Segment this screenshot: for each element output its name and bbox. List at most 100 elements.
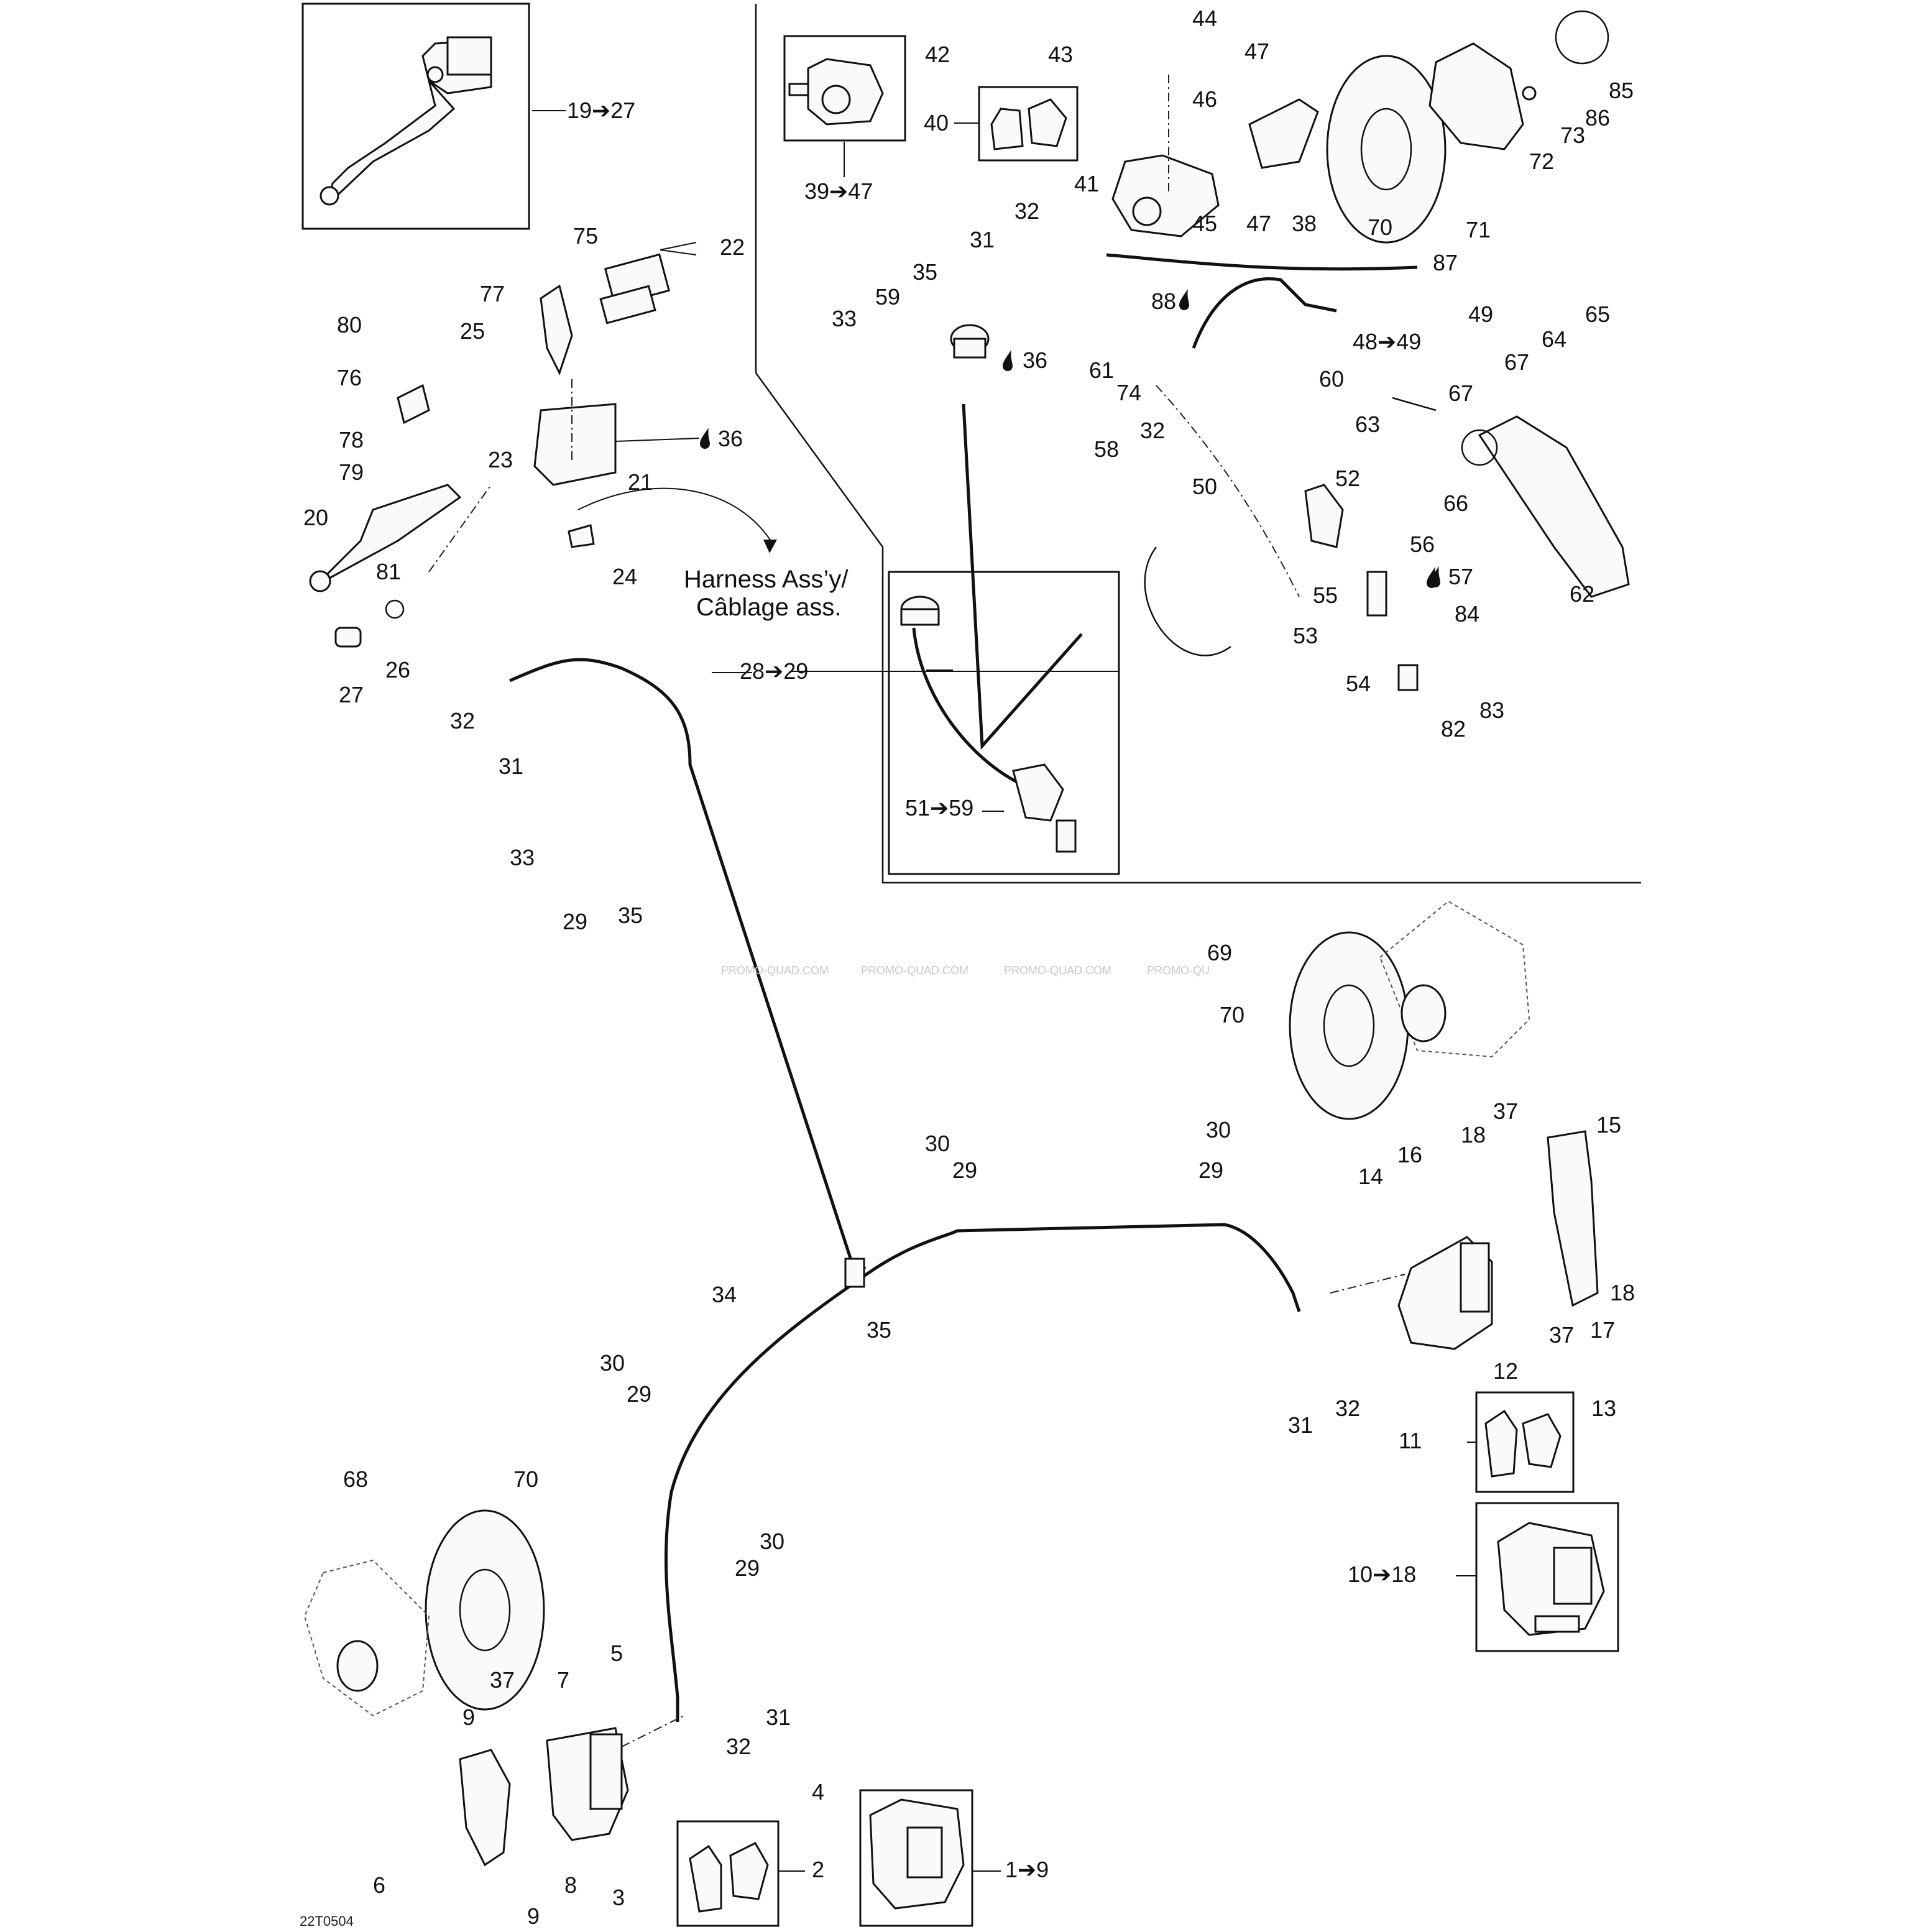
diagram-id: 22T0504 bbox=[300, 1913, 354, 1929]
callout: 26 bbox=[385, 657, 410, 683]
callout: 44 bbox=[1192, 6, 1217, 31]
callout: 57 bbox=[1448, 564, 1473, 589]
callout: 45 bbox=[1192, 211, 1217, 236]
callout: 7 bbox=[557, 1667, 569, 1693]
callout: 73 bbox=[1560, 122, 1585, 148]
callout: 86 bbox=[1585, 105, 1610, 131]
front-right-wheel-brake bbox=[1289, 900, 1599, 1350]
callout: 43 bbox=[1048, 42, 1073, 67]
callout: 25 bbox=[460, 318, 485, 344]
callout: 5 bbox=[610, 1640, 623, 1666]
callout: 31 bbox=[1288, 1412, 1313, 1438]
oil-drop-icon bbox=[1179, 289, 1189, 310]
callout: 70 bbox=[1220, 1002, 1244, 1028]
callout: 21 bbox=[628, 469, 653, 495]
callout: 81 bbox=[376, 559, 401, 584]
leader-lines bbox=[532, 110, 1476, 1872]
callout: 34 bbox=[712, 1282, 737, 1307]
callout: 29 bbox=[627, 1381, 651, 1407]
callout: 70 bbox=[513, 1466, 538, 1492]
callout: 29 bbox=[735, 1555, 760, 1581]
callout: 42 bbox=[925, 42, 950, 67]
callout: 16 bbox=[1397, 1142, 1422, 1167]
callout: 33 bbox=[832, 306, 857, 331]
callout: 61 bbox=[1089, 357, 1114, 383]
inset-brake-pads-front-right bbox=[1475, 1391, 1575, 1493]
callout: 30 bbox=[925, 1131, 950, 1156]
callout: 75 bbox=[573, 223, 598, 249]
callout: 27 bbox=[339, 682, 364, 707]
callout: 13 bbox=[1591, 1396, 1616, 1421]
range-label: 51➔59 bbox=[905, 795, 973, 821]
callout: 20 bbox=[303, 505, 328, 530]
callout: 88 bbox=[1151, 288, 1176, 314]
callout: 41 bbox=[1074, 171, 1099, 196]
callout: 9 bbox=[462, 1704, 475, 1730]
callout: 2 bbox=[812, 1857, 824, 1882]
callout: 84 bbox=[1455, 601, 1479, 627]
callout: 83 bbox=[1479, 697, 1504, 723]
callout: 80 bbox=[337, 312, 362, 338]
callout: 9 bbox=[527, 1903, 540, 1929]
callout: 22 bbox=[720, 234, 745, 260]
callout: 71 bbox=[1466, 217, 1491, 242]
watermark: PROMO-QUAD.COM bbox=[721, 964, 829, 977]
inset-master-cylinder-assembly bbox=[301, 2, 530, 230]
callout: 50 bbox=[1192, 474, 1217, 499]
inset-brake-pads-rear bbox=[978, 86, 1079, 162]
callout: 63 bbox=[1355, 412, 1380, 437]
callout: 32 bbox=[450, 708, 475, 734]
callout: 35 bbox=[867, 1317, 891, 1343]
callout: 82 bbox=[1441, 716, 1466, 742]
callout: 29 bbox=[563, 909, 587, 934]
callout: 32 bbox=[1335, 1396, 1360, 1421]
range-label: 19➔27 bbox=[567, 98, 635, 123]
callout: 31 bbox=[970, 227, 995, 252]
callout: 29 bbox=[1198, 1157, 1223, 1183]
callout: 56 bbox=[1410, 531, 1435, 557]
callout: 23 bbox=[488, 447, 513, 472]
callout: 17 bbox=[1590, 1317, 1615, 1343]
harness-note: Harness Ass’y/ Câblage ass. bbox=[577, 487, 849, 621]
callout: 59 bbox=[875, 284, 900, 310]
callout: 85 bbox=[1609, 78, 1634, 103]
callout: 29 bbox=[952, 1157, 977, 1183]
callout: 35 bbox=[618, 903, 643, 928]
callout: 55 bbox=[1313, 582, 1338, 608]
callout: 78 bbox=[339, 427, 364, 453]
oil-drop-icons bbox=[700, 289, 1440, 588]
callouts: 22 75 77 80 25 76 78 79 23 21 36 20 81 2… bbox=[303, 6, 1635, 1929]
callout: 46 bbox=[1192, 86, 1217, 112]
arrow-head-icon bbox=[763, 540, 777, 553]
watermark: PROMO-QUAD.COM bbox=[861, 964, 968, 977]
callout: 69 bbox=[1207, 940, 1232, 965]
callout: 77 bbox=[480, 281, 505, 306]
callout: 76 bbox=[337, 365, 362, 390]
callout: 64 bbox=[1542, 326, 1566, 352]
callout: 24 bbox=[612, 564, 637, 589]
range-label: 48➔49 bbox=[1353, 329, 1421, 354]
callout: 54 bbox=[1346, 671, 1371, 696]
callout: 79 bbox=[339, 459, 364, 485]
watermarks: PROMO-QUAD.COM PROMO-QUAD.COM PROMO-QUAD… bbox=[721, 964, 1210, 977]
callout: 87 bbox=[1433, 250, 1458, 275]
callout: 15 bbox=[1596, 1112, 1621, 1138]
callout: 72 bbox=[1529, 149, 1554, 174]
inset-front-right-caliper bbox=[1475, 1502, 1619, 1652]
callout: 60 bbox=[1319, 366, 1344, 392]
callout: 53 bbox=[1293, 623, 1318, 648]
callout: 36 bbox=[718, 426, 743, 451]
rear-brake-lines bbox=[950, 253, 1419, 750]
callout: 14 bbox=[1358, 1164, 1383, 1189]
handlebar-master-cylinder bbox=[309, 253, 671, 648]
inset-rear-caliper-assembly bbox=[783, 35, 906, 142]
callout: 11 bbox=[1399, 1428, 1422, 1453]
callout: 30 bbox=[600, 1350, 625, 1376]
callout: 37 bbox=[490, 1667, 515, 1693]
range-label: 39➔47 bbox=[804, 178, 873, 204]
brake-pedal bbox=[1392, 397, 1630, 598]
callout: 37 bbox=[1493, 1098, 1518, 1124]
callout: 3 bbox=[612, 1885, 625, 1910]
